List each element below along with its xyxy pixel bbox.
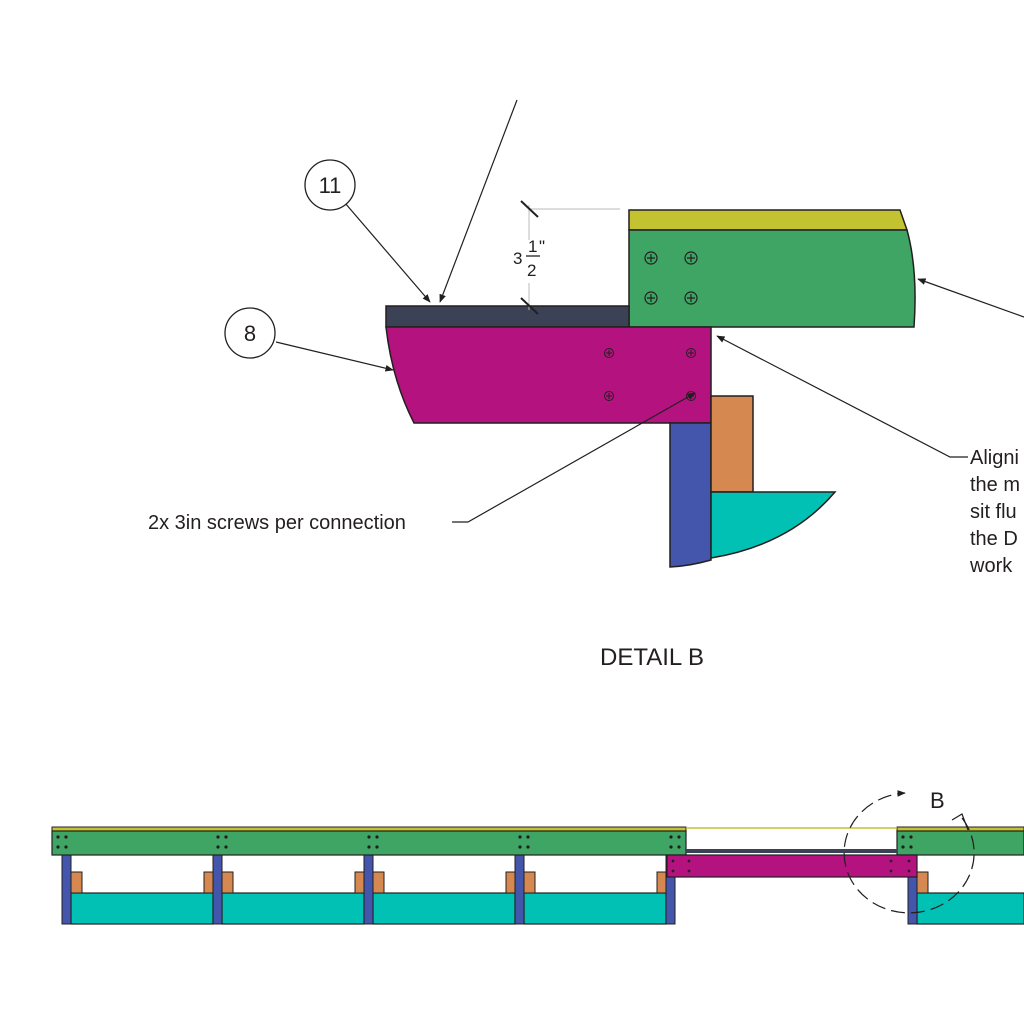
leader-lines bbox=[275, 99, 1024, 523]
detail-title: DETAIL B bbox=[600, 644, 704, 671]
part-11-bubble bbox=[304, 159, 356, 211]
blue-post-detail bbox=[669, 422, 712, 568]
magenta-beam-elevation bbox=[666, 854, 918, 878]
green-beam-detail bbox=[628, 229, 916, 328]
orange-block-detail bbox=[710, 395, 754, 493]
dim-numerator: 1 bbox=[528, 237, 537, 256]
teal-panels bbox=[70, 892, 1024, 925]
dim-whole: 3 bbox=[513, 249, 522, 268]
elevation-view: B bbox=[51, 788, 1024, 925]
align-note-line-1: Aligni bbox=[970, 447, 1019, 469]
align-note-line-3: sit flu bbox=[970, 501, 1017, 523]
screws-note: 2x 3in screws per connection bbox=[148, 512, 406, 534]
dim-denominator: 2 bbox=[527, 261, 536, 280]
beam-screw-dots bbox=[56, 835, 913, 873]
green-beam-right bbox=[896, 830, 1024, 856]
align-note-line-2: the m bbox=[970, 474, 1020, 496]
teal-panel-detail bbox=[710, 491, 837, 559]
top-board-detail bbox=[628, 209, 909, 231]
align-note-line-5: work bbox=[969, 555, 1013, 577]
align-note-line-4: the D bbox=[970, 528, 1018, 550]
detail-callout-label: B bbox=[930, 788, 945, 813]
orange-blocks bbox=[70, 871, 929, 894]
blue-posts bbox=[61, 854, 918, 925]
detail-callout-circle bbox=[843, 790, 975, 914]
dark-board-elevation bbox=[686, 849, 897, 853]
dim-unit: " bbox=[539, 237, 545, 256]
detail-b: 3 1 2 " 11 8 2x 3in screws per connectio… bbox=[148, 99, 1024, 671]
magenta-beam-detail bbox=[385, 326, 712, 424]
dimension-3-5-inch bbox=[520, 200, 620, 315]
part-11-label: 11 bbox=[319, 173, 342, 198]
dark-board-detail bbox=[385, 305, 630, 328]
green-beam-screws bbox=[644, 251, 698, 305]
part-8-bubble bbox=[224, 307, 276, 359]
part-8-label: 8 bbox=[244, 321, 256, 346]
green-beam-left bbox=[51, 830, 687, 856]
